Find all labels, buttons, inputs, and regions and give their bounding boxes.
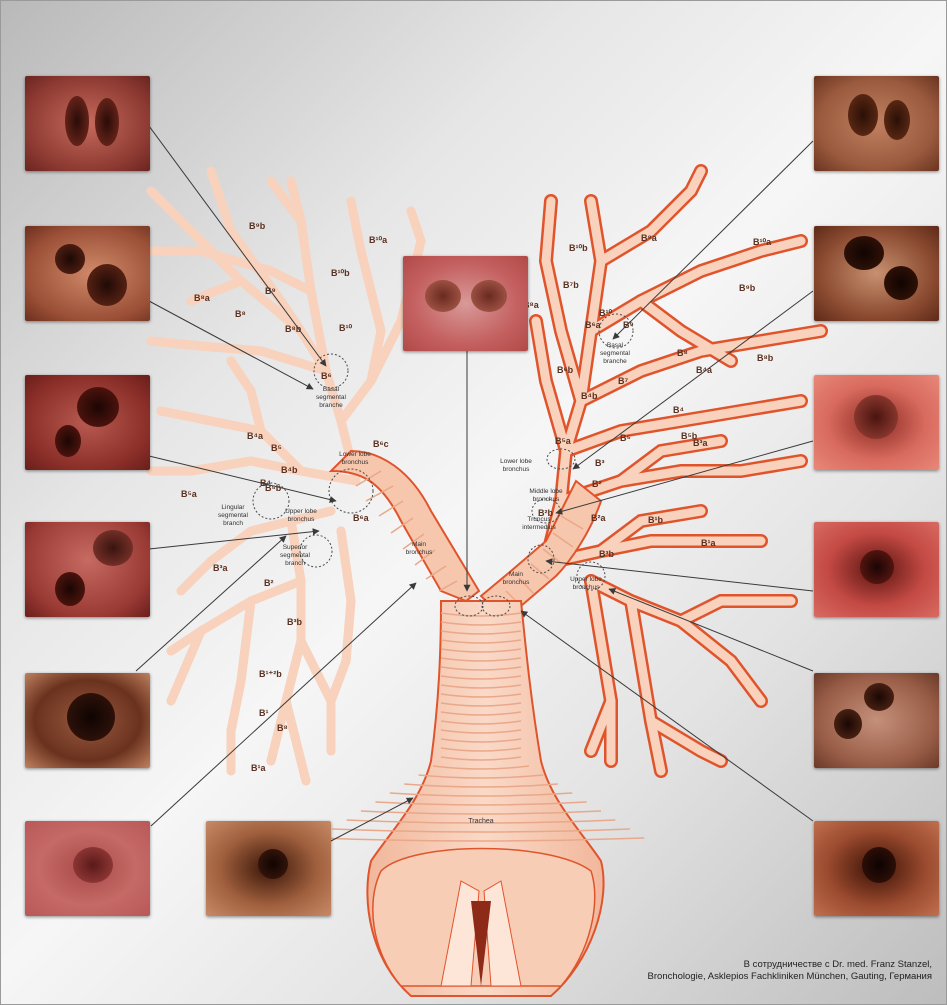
endoscopic-photo-right-6 <box>814 821 939 916</box>
main-bronchus-left-label-2: bronchus <box>406 549 433 556</box>
superior-label-2: segmental <box>280 552 311 559</box>
basal-right-label-3: branche <box>603 358 627 365</box>
right-segment-label: B³a <box>693 438 708 448</box>
lingular-label-1: Lingular <box>221 504 245 511</box>
left-segment-label: B¹⁰ <box>339 323 352 333</box>
main-bronchus-right-label-2: bronchus <box>503 579 530 586</box>
upper-lobe-right-label-1: Upper lobe <box>570 576 602 583</box>
lower-lobe-right-label-1: Lower lobe <box>500 458 532 465</box>
right-segment-label: B¹⁰ <box>599 308 612 318</box>
endoscopic-photo-trachea-lower <box>206 821 331 916</box>
upper-lobe-left-label-1: Upper lobe <box>285 508 317 515</box>
left-segment-label: B¹⁰a <box>369 235 388 245</box>
left-segment-label: B⁵a <box>181 489 198 499</box>
right-segment-label: B⁶a <box>585 320 602 330</box>
endoscopic-photo-right-5 <box>814 673 939 768</box>
left-segment-label: B² <box>264 578 274 588</box>
endoscopic-photo-right-3 <box>814 375 939 470</box>
endoscopic-photo-left-1 <box>25 76 150 171</box>
left-segment-label: B⁸ <box>235 309 246 319</box>
basal-left-label-3: branche <box>319 402 343 409</box>
credit-line-1: В сотрудничестве с Dr. med. Franz Stanze… <box>648 959 932 971</box>
right-segment-label: B¹⁰a <box>753 237 772 247</box>
right-segment-label: B⁵a <box>555 436 572 446</box>
right-segment-label: B⁴ <box>673 405 684 415</box>
superior-label-1: Superior <box>283 544 308 551</box>
endoscopic-photo-carina <box>403 256 528 351</box>
endoscopic-photo-left-2 <box>25 226 150 321</box>
right-segment-label: B⁵ <box>620 433 631 443</box>
right-segment-label: B⁸b <box>757 353 774 363</box>
credit-line-2: Bronchologie, Asklepios Fachkliniken Mün… <box>648 971 932 983</box>
right-segment-label: B⁷ <box>618 376 628 386</box>
left-segment-label: B⁶a <box>353 513 370 523</box>
right-segment-label: B⁴b <box>581 391 598 401</box>
left-segment-label: B⁴a <box>247 431 264 441</box>
left-segment-label: B⁵ <box>271 443 282 453</box>
left-segment-label: B³a <box>213 563 228 573</box>
endoscopic-photo-right-1 <box>814 76 939 171</box>
endoscopic-photo-right-4 <box>814 522 939 617</box>
endoscopic-photo-left-4 <box>25 522 150 617</box>
left-segment-label: B¹a <box>251 763 266 773</box>
right-segment-label: B⁹ <box>623 320 634 330</box>
right-segment-label: B¹⁰b <box>569 243 588 253</box>
upper-lobe-left-label-2: bronchus <box>288 516 315 523</box>
left-segment-label: B⁴b <box>281 465 298 475</box>
left-segment-label: B¹⁰b <box>331 268 350 278</box>
lingular-label-3: branch <box>223 520 243 527</box>
basal-right-label-2: segmental <box>600 350 631 357</box>
left-segment-label: B⁸ <box>277 723 288 733</box>
right-segment-label: B³ <box>595 458 605 468</box>
right-segment-label: B⁹b <box>739 283 756 293</box>
right-segment-label: B² <box>592 479 602 489</box>
left-segment-label: B⁸a <box>194 293 211 303</box>
right-segment-label: B⁷b <box>563 280 579 290</box>
lower-lobe-left-label-1: Lower lobe <box>339 451 371 458</box>
lower-lobe-right-label-2: bronchus <box>503 466 530 473</box>
main-bronchus-left-label-1: Main <box>412 541 426 548</box>
right-segment-label: B⁸ <box>677 348 688 358</box>
trachea-label: Trachea <box>468 818 494 825</box>
right-segment-label: B⁶b <box>557 365 574 375</box>
basal-right-label-1: Basal <box>607 342 624 349</box>
left-segment-label: B⁶ <box>321 371 332 381</box>
right-segment-label: B⁹a <box>641 233 658 243</box>
left-segment-label: B⁶c <box>373 439 389 449</box>
left-segment-label: B³b <box>287 617 302 627</box>
right-segment-label: B¹b <box>648 515 663 525</box>
endoscopic-photo-left-6 <box>25 821 150 916</box>
right-segment-label: B³b <box>599 549 614 559</box>
middle-lobe-label-2: bronchus <box>533 496 560 503</box>
left-segment-label: B¹⁺²b <box>259 669 282 679</box>
right-segment-label: B²a <box>591 513 606 523</box>
truncus-label-2: intermedius <box>522 524 556 531</box>
upper-lobe-right-label-2: bronchus <box>573 584 600 591</box>
left-segment-label: B⁹b <box>249 221 266 231</box>
trachea: Trachea <box>318 601 644 996</box>
superior-label-3: branch <box>285 560 305 567</box>
basal-left-label-2: segmental <box>316 394 347 401</box>
main-bronchus-right-label-1: Main <box>509 571 523 578</box>
lingular-label-2: segmental <box>218 512 249 519</box>
lower-lobe-left-label-2: bronchus <box>342 459 369 466</box>
right-segment-label: B²b <box>538 508 553 518</box>
basal-left-label-1: Basal <box>323 386 340 393</box>
middle-lobe-label-1: Middle lobe <box>529 488 563 495</box>
endoscopic-photo-left-5 <box>25 673 150 768</box>
endoscopic-photo-right-2 <box>814 226 939 321</box>
endoscopic-photo-left-3 <box>25 375 150 470</box>
right-segment-label: B¹a <box>701 538 716 548</box>
credit-text: В сотрудничестве с Dr. med. Franz Stanze… <box>648 959 932 983</box>
left-segment-label: B¹ <box>259 708 269 718</box>
